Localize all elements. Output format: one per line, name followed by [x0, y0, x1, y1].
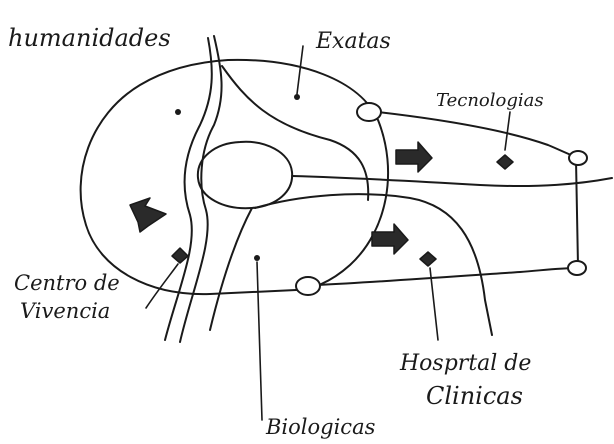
label-hospital-line1: Hosprtal de: [399, 351, 531, 376]
link-bottom: [318, 268, 576, 285]
leader-exatas: [297, 46, 303, 94]
link-right-vertical: [576, 160, 578, 266]
label-hospital-line2: Clinicas: [426, 382, 523, 410]
node-biologicas: [296, 277, 320, 295]
marker-biologicas: [254, 255, 260, 261]
marker-exatas: [294, 94, 300, 100]
divider-line-right: [180, 36, 222, 342]
node-exatas: [357, 103, 381, 121]
central-plaza-circle: [198, 142, 292, 208]
marker-hospital-diamond: [420, 252, 436, 266]
label-exatas: Exatas: [315, 29, 391, 54]
road-lower: [255, 194, 492, 335]
divider-line-lower: [210, 208, 252, 330]
marker-tecnologias-diamond: [497, 155, 513, 169]
marker-humanidades: [175, 109, 181, 115]
node-hospital: [568, 261, 586, 275]
label-tecnologias: Tecnologias: [436, 90, 544, 111]
node-tecnologias: [569, 151, 587, 165]
label-centro-line1: Centro de: [14, 271, 120, 295]
road-upper: [292, 176, 612, 186]
arrow-centro: [130, 198, 166, 232]
leader-tecnologias: [505, 112, 510, 150]
label-centro-line2: Vivencia: [20, 299, 110, 323]
label-humanidades: humanidades: [8, 24, 171, 52]
leader-biologicas: [257, 262, 262, 420]
label-biologicas: Biologicas: [265, 415, 376, 439]
arrow-tecnologias: [396, 142, 432, 172]
marker-centro-diamond: [172, 248, 188, 263]
